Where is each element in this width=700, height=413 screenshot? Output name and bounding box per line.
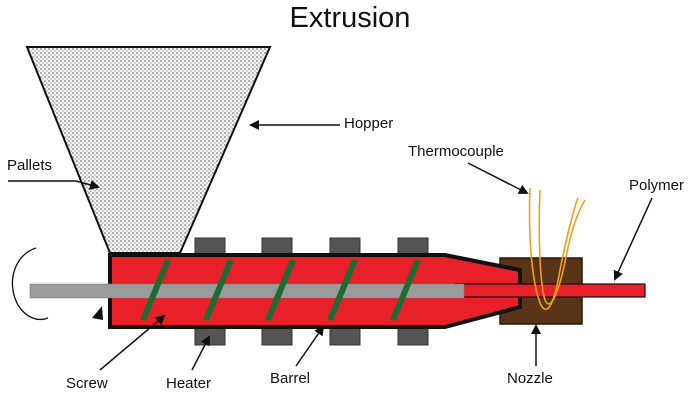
polymer-strand <box>454 283 646 298</box>
screw-flight <box>390 258 421 322</box>
screw-flight <box>265 258 296 322</box>
polymer-label: Polymer <box>629 177 685 194</box>
screw-flight <box>327 258 358 322</box>
polymer-arrow <box>613 197 653 281</box>
thermocouple-wire <box>538 189 586 305</box>
heater-arrow <box>191 335 210 371</box>
nozzle-label: Nozzle <box>507 370 553 387</box>
pallets-label: Pallets <box>7 157 53 174</box>
annotation-arrows <box>8 120 653 371</box>
thermocouple-wire <box>528 187 579 311</box>
diagram-title: Extrusion <box>289 2 411 34</box>
rotation-arrow-icon <box>11 247 49 321</box>
rotation-arrowhead-icon <box>92 306 103 320</box>
hopper <box>25 46 272 254</box>
screw-flights <box>140 258 421 322</box>
thermocouple-arrow <box>467 162 529 194</box>
barrel-arrow <box>295 325 325 367</box>
screw-arrow <box>99 314 166 371</box>
barrel-label: Barrel <box>270 370 311 387</box>
screw-shaft <box>29 283 465 299</box>
thermocouple-label: Thermocouple <box>408 143 504 160</box>
heater-label: Heater <box>166 375 212 392</box>
screw-label: Screw <box>66 375 108 392</box>
screw-flight <box>203 258 234 322</box>
screw-flight <box>140 258 171 322</box>
pallets-arrow <box>75 180 100 190</box>
hopper-label: Hopper <box>344 115 394 132</box>
